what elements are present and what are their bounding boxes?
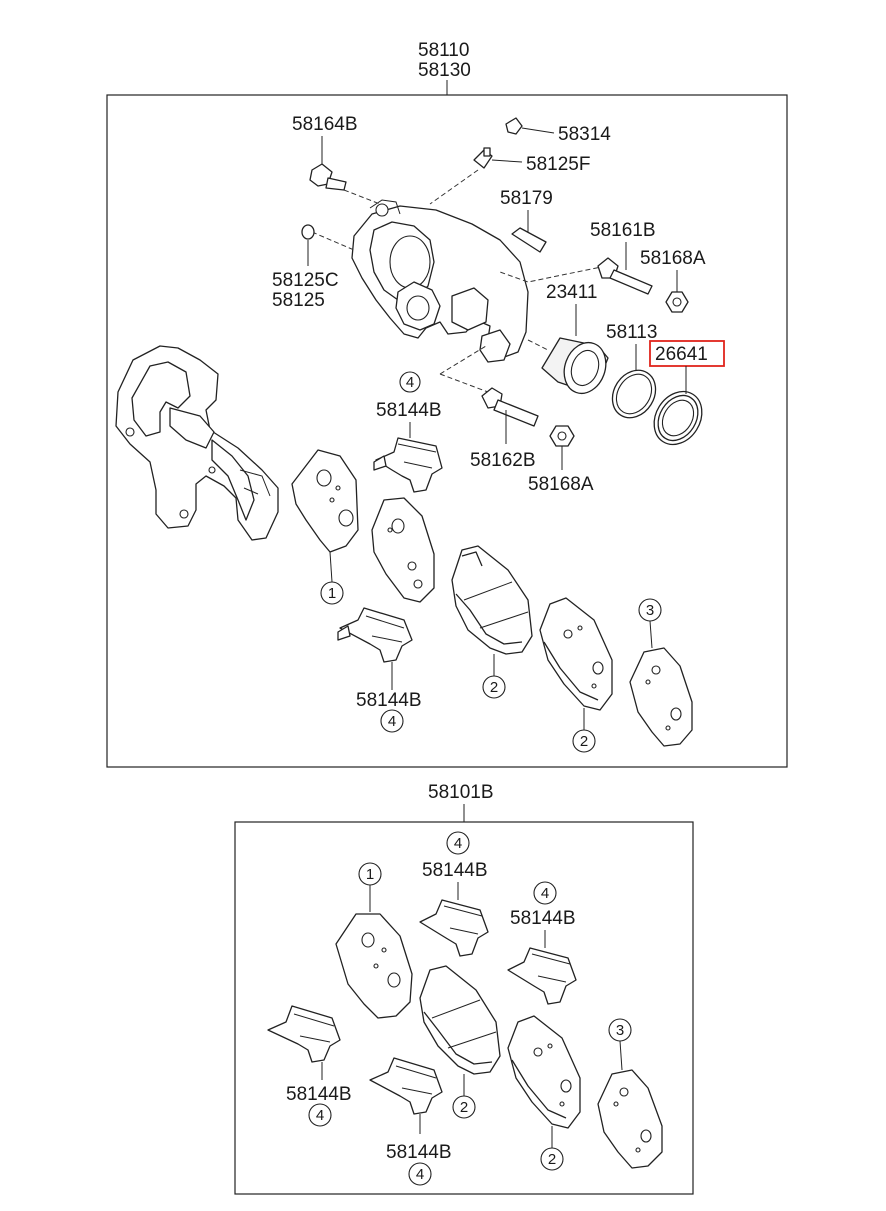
highlight-box-26641[interactable] (649, 340, 725, 367)
ref-circle-2-kit-a (452, 1095, 476, 1119)
seal-58113[interactable] (604, 362, 664, 426)
piston-23411[interactable] (541, 337, 613, 400)
guide-line-guide-bolt (499, 265, 607, 283)
ref-circle-4-top (399, 371, 421, 393)
backing-plate-top[interactable] (371, 497, 435, 603)
shim-clip-top-lower[interactable] (337, 607, 413, 663)
ref-1-top: 1 (328, 585, 336, 602)
cap-58179[interactable] (511, 227, 547, 253)
shim-3-top[interactable] (629, 647, 693, 747)
ref-2-kit-a: 2 (460, 1099, 468, 1116)
ref-4-top: 4 (406, 374, 414, 391)
ref-4-kit-a: 4 (454, 835, 462, 852)
ref-4-kit-c: 4 (316, 1107, 324, 1124)
shim-3-kit[interactable] (597, 1069, 663, 1169)
label-58144b-top-lower: 58144B (356, 690, 422, 711)
shim-clip-kit-b[interactable] (507, 947, 577, 1005)
ref-4-kit-d: 4 (416, 1166, 424, 1183)
bolt-58164b[interactable] (309, 163, 347, 191)
ref-3-top: 3 (646, 602, 654, 619)
ref-4-kit-b: 4 (541, 885, 549, 902)
ref-1-kit: 1 (366, 866, 374, 883)
shim-clip-kit-d[interactable] (369, 1057, 443, 1115)
dust-boot-26641[interactable] (645, 383, 712, 454)
bleeder-58125f[interactable] (473, 147, 493, 169)
label-58168a-lower: 58168A (528, 474, 594, 495)
label-58144b-kit-b: 58144B (510, 908, 576, 929)
ref-2-kit-b: 2 (548, 1151, 556, 1168)
ref-4-top-lower: 4 (388, 713, 396, 730)
clip-58314[interactable] (505, 117, 523, 135)
guide-line-bleeder (429, 169, 479, 205)
ref-circle-4-kit-a (446, 831, 470, 855)
label-kit-58101b: 58101B (428, 782, 494, 803)
label-58113: 58113 (606, 322, 657, 343)
label-58125c: 58125C (272, 270, 339, 291)
label-58144b-kit-d: 58144B (386, 1142, 452, 1163)
guide-bolt-58161b[interactable] (597, 257, 653, 295)
guide-line-lower (439, 345, 489, 393)
label-58168a-upper: 58168A (640, 248, 706, 269)
ref-circle-1-top (320, 581, 344, 605)
label-58144b-top: 58144B (376, 400, 442, 421)
ref-circle-2-top-a (482, 675, 506, 699)
label-assembly-58130: 58130 (418, 60, 471, 81)
label-58164b: 58164B (292, 114, 358, 135)
ref-circle-2-top-b (572, 729, 596, 753)
washer-58125c[interactable] (301, 224, 315, 240)
label-58144b-kit-a: 58144B (422, 860, 488, 881)
shim-1-top[interactable] (291, 449, 359, 553)
label-assembly-58110: 58110 (418, 40, 469, 61)
top-assembly-frame (106, 94, 788, 768)
guide-line-piston (527, 339, 549, 351)
shim-clip-kit-c[interactable] (267, 1005, 341, 1063)
ref-circle-4-top-lower (380, 709, 404, 733)
shim-1-kit[interactable] (335, 913, 413, 1019)
ref-2-top-a: 2 (490, 679, 498, 696)
ref-circle-4-kit-d (408, 1162, 432, 1186)
label-23411: 23411 (546, 282, 597, 303)
brake-pad-2-kit-a[interactable] (419, 965, 501, 1075)
shim-clip-kit-a[interactable] (419, 899, 489, 957)
shim-clip-top[interactable] (373, 437, 443, 493)
ref-circle-2-kit-b (540, 1147, 564, 1171)
ref-circle-4-kit-c (308, 1103, 332, 1127)
caliper-bracket[interactable] (115, 345, 279, 541)
pad-kit-frame (234, 821, 694, 1195)
label-58162b: 58162B (470, 450, 536, 471)
brake-pad-2-kit-b[interactable] (507, 1015, 581, 1129)
ref-circle-4-kit-b (533, 881, 557, 905)
label-58125f: 58125F (526, 154, 590, 175)
boot-58168a-upper[interactable] (665, 291, 689, 313)
label-58179: 58179 (500, 188, 553, 209)
guide-bolt-58162b[interactable] (481, 387, 539, 427)
caliper-housing[interactable] (351, 199, 529, 363)
ref-2-top-b: 2 (580, 733, 588, 750)
guide-line-washer (311, 231, 355, 251)
label-26641: 26641 (655, 344, 708, 365)
label-58161b: 58161B (590, 220, 656, 241)
guide-line-bolt (343, 189, 381, 205)
label-58125: 58125 (272, 290, 325, 311)
label-58314: 58314 (558, 124, 611, 145)
label-58144b-kit-c: 58144B (286, 1084, 352, 1105)
boot-58168a-lower[interactable] (549, 425, 575, 447)
ref-3-kit: 3 (616, 1022, 624, 1039)
brake-pad-2-top[interactable] (451, 545, 533, 655)
brake-pad-2-top-b[interactable] (539, 597, 613, 711)
